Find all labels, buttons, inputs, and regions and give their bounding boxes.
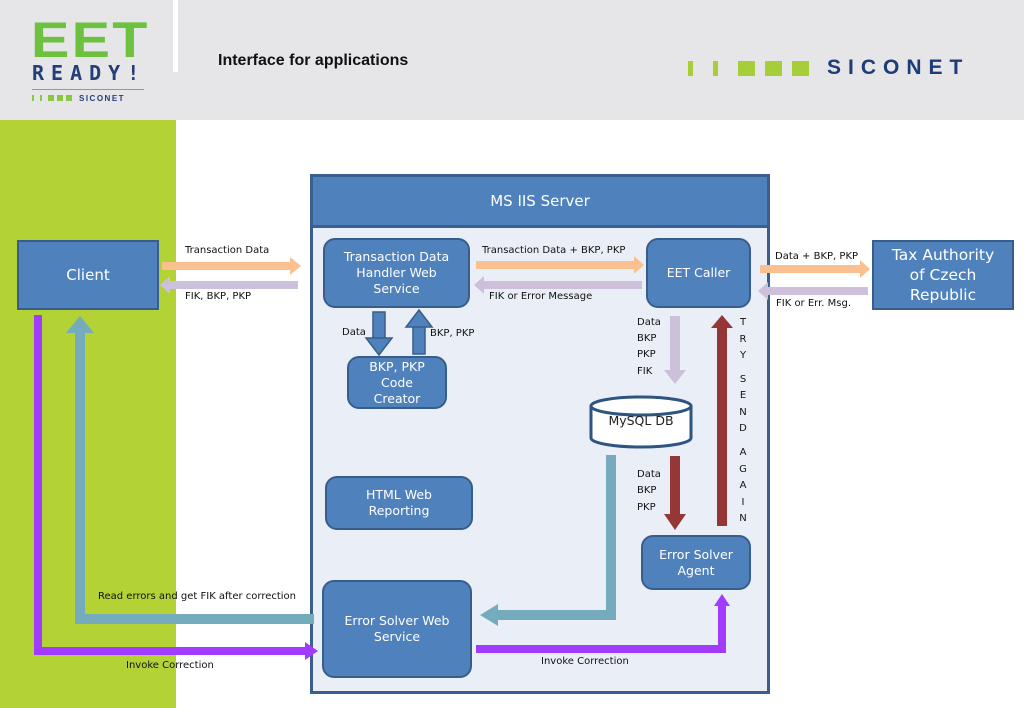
brand-square-icon bbox=[738, 60, 755, 76]
label-eet-to-db-fik: FIK bbox=[637, 366, 653, 377]
tax-authority-label: Tax Authority of Czech Republic bbox=[891, 246, 995, 304]
label-invoke-correction-agent: Invoke Correction bbox=[541, 656, 629, 667]
try-send-again-letter: D bbox=[739, 423, 747, 434]
error-solver-agent-node[interactable]: Error Solver Agent bbox=[641, 535, 751, 590]
label-eet-to-tdh: FIK or Error Message bbox=[489, 291, 593, 302]
header-bar: EET READY! SICONET Interface for applica… bbox=[0, 0, 1024, 120]
logo-bar-icon bbox=[32, 95, 34, 101]
try-send-again-letter: N bbox=[739, 513, 747, 524]
arrow-tdh-to-creator bbox=[364, 311, 394, 357]
label-invoke-correction-client: Invoke Correction bbox=[126, 660, 214, 671]
label-client-to-tdh: Transaction Data bbox=[185, 245, 270, 256]
try-send-again-letter: S bbox=[739, 374, 747, 385]
client-label: Client bbox=[66, 266, 110, 284]
brand-bar-icon bbox=[713, 60, 718, 76]
logo-square-icon bbox=[66, 95, 72, 101]
try-send-again-letter: G bbox=[739, 464, 747, 475]
arrow-eet-to-tax bbox=[760, 260, 870, 278]
try-send-again-letter: I bbox=[741, 497, 745, 508]
label-tax-to-eet: FIK or Err. Msg. bbox=[776, 298, 852, 309]
arrow-tdh-to-client bbox=[160, 276, 298, 294]
label-eet-to-db-pkp: PKP bbox=[637, 349, 656, 360]
label-eet-to-tax: Data + BKP, PKP bbox=[775, 251, 859, 262]
try-send-again-letter: A bbox=[739, 480, 747, 491]
arrow-eet-to-db bbox=[664, 316, 686, 384]
arrow-tax-to-eet bbox=[758, 282, 868, 300]
try-send-again-letter: T bbox=[739, 317, 747, 328]
label-eet-to-db-bkp: BKP bbox=[637, 333, 657, 344]
arrow-error-ws-to-client bbox=[66, 316, 314, 624]
eet-caller-node[interactable]: EET Caller bbox=[646, 238, 751, 308]
arrow-creator-to-tdh bbox=[404, 308, 434, 355]
logo-mini-brand: SICONET bbox=[79, 93, 126, 103]
label-read-errors: Read errors and get FIK after correction bbox=[98, 591, 297, 602]
transaction-data-handler-label: Transaction Data Handler Web Service bbox=[343, 249, 450, 296]
label-tdh-to-client: FIK, BKP, PKP bbox=[185, 291, 252, 302]
arrow-db-to-error-ws bbox=[480, 455, 616, 626]
label-tdh-to-eet: Transaction Data + BKP, PKP bbox=[482, 245, 626, 256]
try-send-again-letter: Y bbox=[739, 350, 747, 361]
client-node[interactable]: Client bbox=[17, 240, 159, 310]
logo-square-icon bbox=[57, 95, 63, 101]
client-zone-panel bbox=[0, 120, 176, 708]
brand-square-icon bbox=[792, 60, 809, 76]
try-send-again-letter: A bbox=[739, 447, 747, 458]
try-send-again-letter: R bbox=[739, 334, 747, 345]
logo-ready-text: READY! bbox=[32, 61, 147, 85]
label-creator-to-tdh: BKP, PKP bbox=[430, 328, 475, 339]
logo-bar-icon bbox=[40, 95, 42, 101]
logo-square-icon bbox=[48, 95, 54, 101]
brand-square-icon bbox=[765, 60, 782, 76]
transaction-data-handler-node[interactable]: Transaction Data Handler Web Service bbox=[323, 238, 470, 308]
logo-divider bbox=[32, 89, 144, 90]
arrow-error-ws-to-agent bbox=[476, 594, 730, 653]
server-title: MS IIS Server bbox=[313, 177, 767, 228]
mysql-db-node[interactable] bbox=[588, 395, 694, 449]
label-db-to-agent-bkp: BKP bbox=[637, 485, 657, 496]
brand-bar-icon bbox=[688, 60, 693, 76]
arrow-client-to-error-ws bbox=[34, 315, 318, 660]
tax-authority-node[interactable]: Tax Authority of Czech Republic bbox=[872, 240, 1014, 310]
logo-siconet-mini: SICONET bbox=[32, 93, 126, 103]
arrow-db-to-agent bbox=[664, 456, 686, 530]
label-tdh-to-creator: Data bbox=[342, 327, 366, 338]
page-title: Interface for applications bbox=[218, 52, 409, 69]
brand-name: SICONET bbox=[827, 56, 970, 79]
arrow-client-to-tdh bbox=[162, 257, 301, 275]
arrow-try-send-again bbox=[711, 315, 733, 526]
error-solver-agent-label: Error Solver Agent bbox=[659, 546, 733, 578]
logo-eet-text: EET bbox=[31, 12, 150, 68]
label-db-to-agent-pkp: PKP bbox=[637, 502, 656, 513]
mysql-db-label: MySQL DB bbox=[608, 413, 674, 428]
code-creator-node[interactable]: BKP, PKP Code Creator bbox=[347, 356, 447, 409]
eet-caller-label: EET Caller bbox=[666, 265, 731, 280]
try-send-again-letter: E bbox=[739, 390, 747, 401]
label-eet-to-db-data: Data bbox=[637, 317, 661, 328]
error-solver-web-service-node[interactable]: Error Solver Web Service bbox=[322, 580, 472, 678]
error-solver-web-service-label: Error Solver Web Service bbox=[344, 613, 450, 644]
try-send-again-letter: N bbox=[739, 407, 747, 418]
label-db-to-agent-data: Data bbox=[637, 469, 661, 480]
siconet-brand-logo: SICONET bbox=[688, 56, 969, 80]
header-divider bbox=[173, 0, 178, 72]
arrow-tdh-to-eet bbox=[476, 256, 644, 274]
code-creator-label: BKP, PKP Code Creator bbox=[369, 358, 425, 406]
html-reporting-label: HTML Web Reporting bbox=[365, 487, 432, 518]
arrow-eet-to-tdh bbox=[474, 276, 642, 294]
html-reporting-node[interactable]: HTML Web Reporting bbox=[325, 476, 473, 530]
